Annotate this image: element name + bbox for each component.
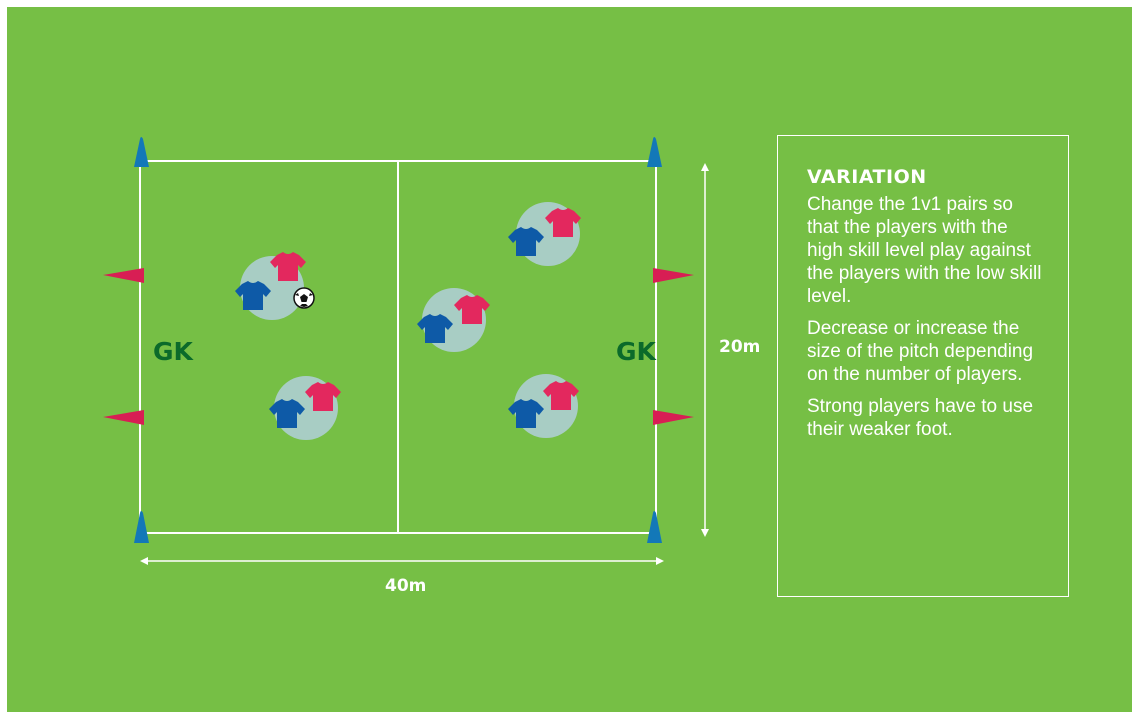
height-label: 20m: [719, 337, 761, 357]
cone-blue-icon: [647, 511, 662, 543]
width-arrow: [140, 557, 664, 565]
variation-paragraph: Strong players have to use their weaker …: [807, 396, 1034, 440]
player-pair: [508, 202, 581, 266]
pitch-diagram: [103, 137, 709, 565]
width-label: 40m: [385, 576, 427, 596]
soccer-ball-icon: [293, 287, 315, 309]
cone-red-icon: [103, 268, 144, 283]
cone-red-icon: [653, 410, 694, 425]
player-pair: [417, 288, 490, 352]
variation-box: VARIATION Change the 1v1 pairs so that t…: [777, 135, 1069, 597]
cone-red-icon: [653, 268, 694, 283]
gk-right-label: GK: [616, 337, 656, 366]
gk-left-label: GK: [153, 337, 193, 366]
player-pair: [235, 252, 306, 320]
height-arrow: [701, 163, 709, 537]
player-pair: [269, 376, 341, 440]
diagram-canvas: GK GK 20m 40m VARIATION Change the 1v1 p…: [7, 7, 1132, 712]
variation-paragraph: Change the 1v1 pairs so that the players…: [807, 194, 1042, 307]
cone-red-icon: [103, 410, 144, 425]
cone-blue-icon: [647, 137, 662, 167]
cone-blue-icon: [134, 511, 149, 543]
cone-blue-icon: [134, 137, 149, 167]
player-pair: [508, 374, 579, 438]
variation-title: VARIATION: [807, 166, 927, 188]
variation-paragraph: Decrease or increase the size of the pit…: [807, 318, 1034, 385]
